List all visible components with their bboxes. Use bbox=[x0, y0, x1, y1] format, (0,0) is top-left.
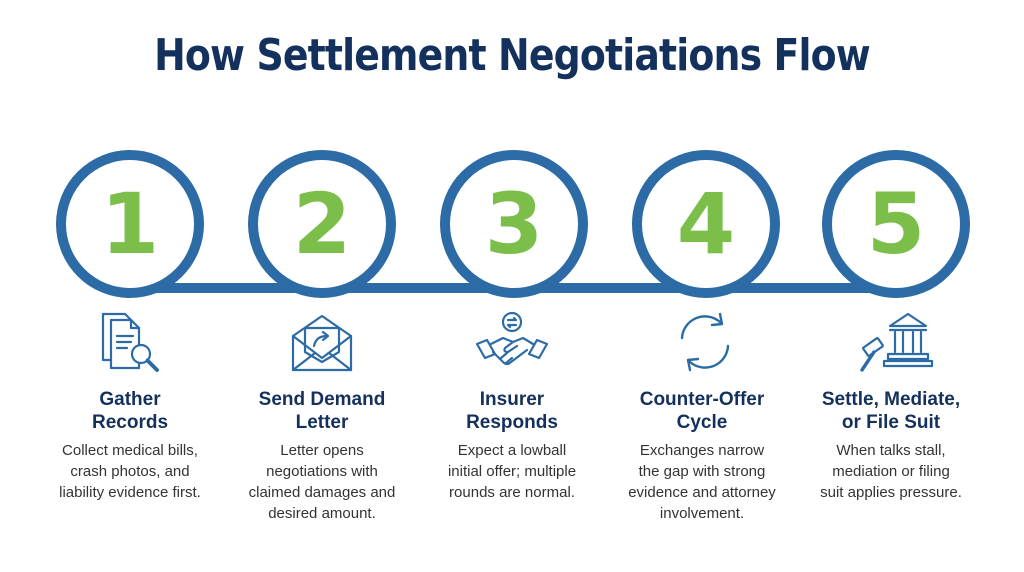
step-5-number: 5 bbox=[866, 175, 926, 273]
step-5-desc-line: When talks stall, bbox=[836, 442, 946, 459]
step-2-title-line2: Letter bbox=[295, 412, 349, 433]
step-1-desc-line: liability evidence first. bbox=[59, 484, 201, 501]
step-4-title-line2: Cycle bbox=[676, 412, 728, 433]
step-3-description: Expect a lowball initial offer; multiple… bbox=[417, 440, 607, 503]
step-5-title: Settle, Mediate, or File Suit bbox=[796, 388, 986, 434]
step-2-title: Send Demand Letter bbox=[227, 388, 417, 434]
step-4-desc-line: Exchanges narrow bbox=[639, 442, 765, 459]
step-5-description: When talks stall, mediation or filing su… bbox=[796, 440, 986, 503]
step-3-desc-line: initial offer; multiple bbox=[447, 463, 577, 480]
step-4-description: Exchanges narrow the gap with strong evi… bbox=[607, 440, 797, 524]
step-3-title: Insurer Responds bbox=[417, 388, 607, 434]
step-1-description: Collect medical bills, crash photos, and… bbox=[35, 440, 225, 503]
step-4-desc-line: evidence and attorney bbox=[628, 484, 776, 501]
envelope-letter-icon bbox=[283, 308, 361, 376]
documents-magnifier-icon bbox=[91, 308, 169, 376]
step-2-desc-line: claimed damages and bbox=[248, 484, 396, 501]
step-4-desc-line: involvement. bbox=[659, 505, 745, 522]
step-4-number: 4 bbox=[676, 175, 736, 273]
step-1-title: Gather Records bbox=[35, 388, 225, 434]
step-1-circle: 1 bbox=[56, 150, 204, 298]
step-2-circle: 2 bbox=[248, 150, 396, 298]
step-3-title-line1: Insurer bbox=[479, 389, 545, 410]
step-3-desc-line: Expect a lowball bbox=[457, 442, 567, 459]
step-4-title-line1: Counter-Offer bbox=[639, 389, 765, 410]
cycle-arrows-icon bbox=[666, 308, 744, 376]
step-4-desc-line: the gap with strong bbox=[638, 463, 766, 480]
step-5-title-line2: or File Suit bbox=[841, 412, 941, 433]
step-2-description: Letter opens negotiations with claimed d… bbox=[227, 440, 417, 524]
step-1-desc-line: crash photos, and bbox=[70, 463, 190, 480]
step-1-title-line1: Gather bbox=[99, 389, 161, 410]
courthouse-gavel-icon bbox=[856, 308, 934, 376]
step-1-desc-line: Collect medical bills, bbox=[62, 442, 198, 459]
step-3-desc-line: rounds are normal. bbox=[449, 484, 575, 501]
page-title: How Settlement Negotiations Flow bbox=[154, 30, 871, 81]
step-1-number: 1 bbox=[100, 175, 160, 273]
step-3-title-line2: Responds bbox=[466, 412, 558, 433]
step-2-title-line1: Send Demand bbox=[258, 389, 386, 410]
step-2-number: 2 bbox=[292, 175, 352, 273]
step-4-title: Counter-Offer Cycle bbox=[607, 388, 797, 434]
step-5-circle: 5 bbox=[822, 150, 970, 298]
step-2-desc-line: desired amount. bbox=[268, 505, 376, 522]
step-5-desc-line: suit applies pressure. bbox=[820, 484, 962, 501]
step-2-desc-line: negotiations with bbox=[266, 463, 378, 480]
step-3-number: 3 bbox=[484, 175, 544, 273]
step-2-desc-line: Letter opens bbox=[280, 442, 364, 459]
step-1-title-line2: Records bbox=[91, 412, 169, 433]
handshake-icon bbox=[473, 308, 551, 376]
step-3-circle: 3 bbox=[440, 150, 588, 298]
step-4-circle: 4 bbox=[632, 150, 780, 298]
step-5-desc-line: mediation or filing bbox=[832, 463, 950, 480]
step-5-title-line1: Settle, Mediate, bbox=[821, 389, 961, 410]
